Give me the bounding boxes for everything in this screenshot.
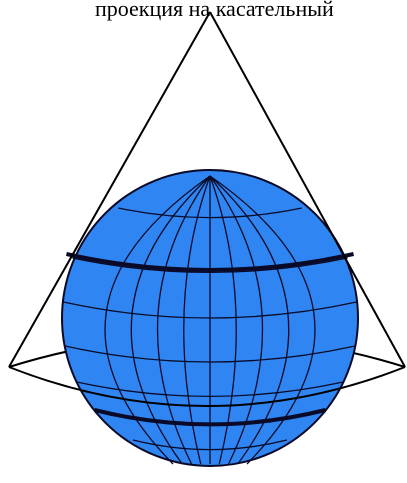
diagram-caption: проекция на касательный bbox=[95, 0, 334, 21]
globe bbox=[62, 170, 358, 466]
